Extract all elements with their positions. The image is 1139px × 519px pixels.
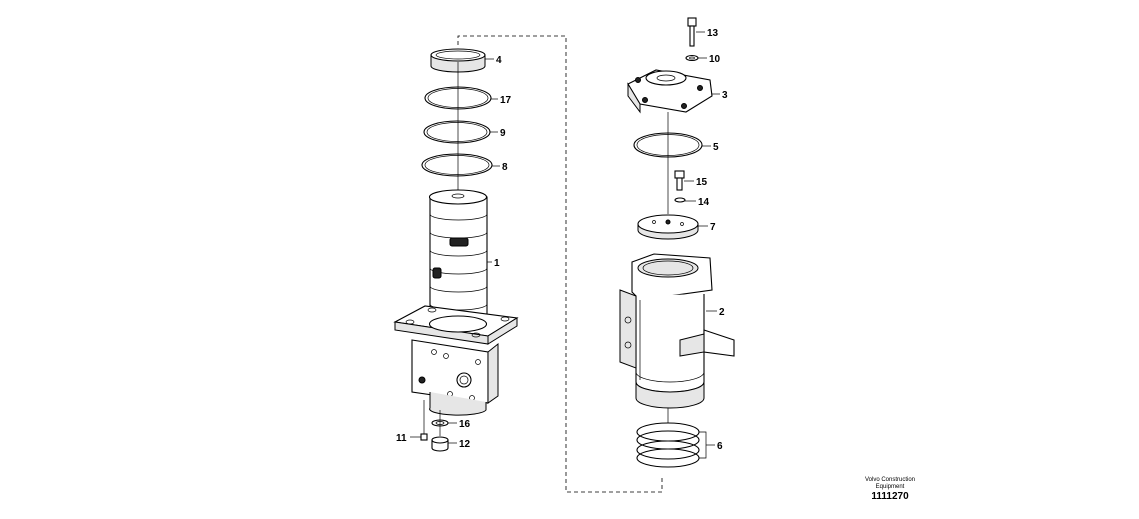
brand-line-1: Volvo Construction — [865, 477, 915, 483]
callout-13: 13 — [707, 28, 719, 39]
callout-16: 16 — [459, 419, 471, 430]
callout-1: 1 — [494, 258, 500, 269]
callout-7: 7 — [710, 222, 716, 233]
drawing-reference: Volvo Construction Equipment 1111270 — [865, 477, 915, 502]
callout-2: 2 — [719, 307, 725, 318]
part-12-plug — [431, 436, 449, 452]
part-9-oring — [423, 120, 491, 144]
part-13-bolt — [687, 17, 697, 47]
reference-number: 1111270 — [871, 491, 909, 502]
part-11-plug — [420, 433, 428, 441]
callout-3: 3 — [722, 90, 728, 101]
callout-5: 5 — [713, 142, 719, 153]
valve-block — [411, 339, 499, 416]
callout-14: 14 — [698, 197, 710, 208]
callout-9: 9 — [500, 128, 506, 139]
part-8-ring — [421, 153, 493, 177]
assembly-link-line — [457, 35, 663, 493]
part-14-washer — [674, 197, 686, 203]
part-6-seals — [636, 422, 707, 468]
part-2-housing — [619, 253, 735, 409]
callout-4: 4 — [496, 55, 502, 66]
part-1-rotor — [428, 189, 488, 326]
leader-lines — [410, 31, 720, 446]
rotor-flange — [393, 305, 519, 345]
callout-15: 15 — [696, 177, 708, 188]
part-7-plate — [637, 214, 699, 240]
left-assembly — [393, 48, 519, 452]
callout-6: 6 — [717, 441, 723, 452]
part-15-bolt — [674, 170, 685, 191]
part-10-washer — [685, 54, 699, 62]
callout-8: 8 — [502, 162, 508, 173]
callout-labels: 4 17 9 8 1 16 12 11 13 10 3 5 15 14 7 2 … — [396, 28, 728, 452]
callout-17: 17 — [500, 95, 512, 106]
part-3-cover — [627, 69, 713, 114]
callout-12: 12 — [459, 439, 471, 450]
callout-11: 11 — [396, 433, 407, 444]
brand-line-2: Equipment — [876, 484, 905, 490]
right-assembly — [619, 17, 735, 468]
callout-10: 10 — [709, 54, 721, 65]
